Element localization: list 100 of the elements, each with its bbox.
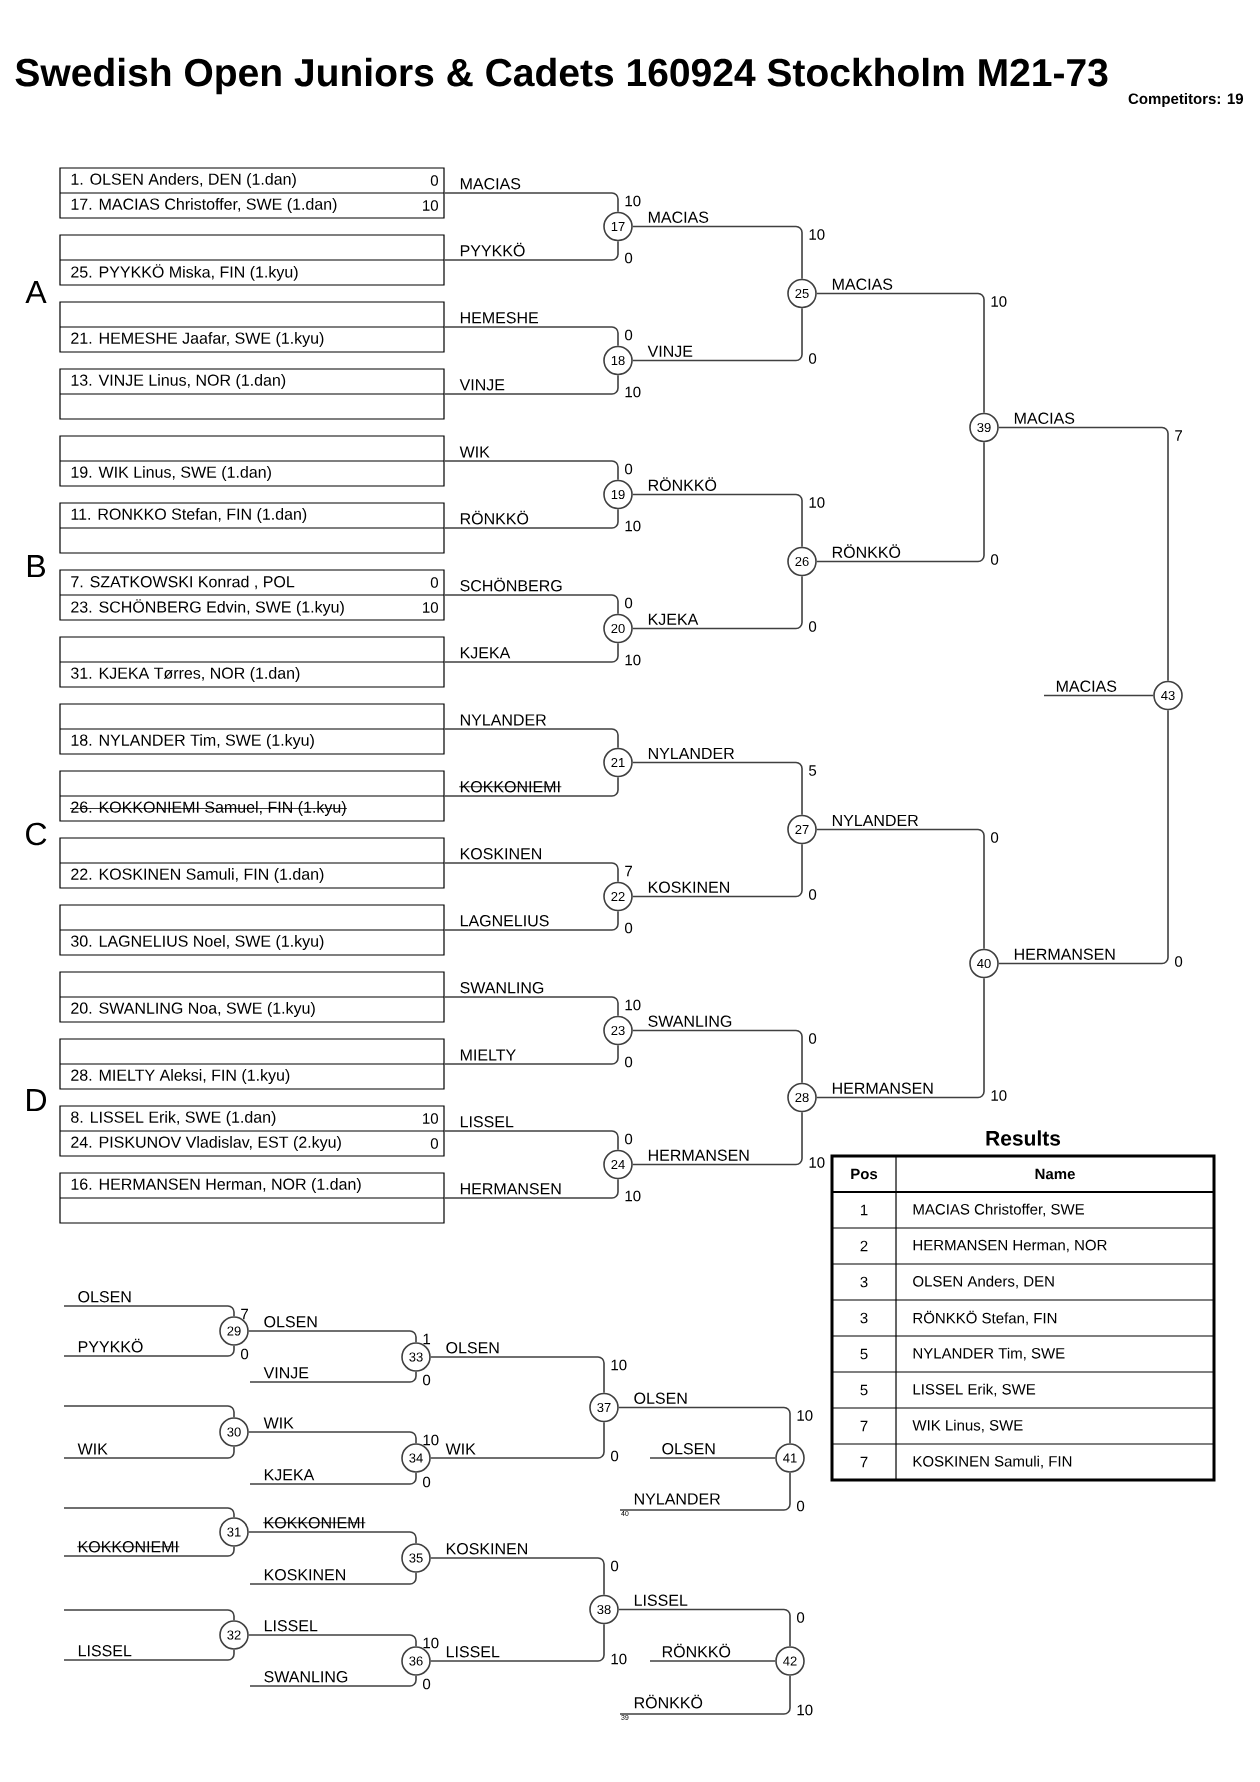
bracket-line: [248, 1634, 417, 1647]
bracket-line: [443, 192, 619, 213]
player-name: MACIAS: [830, 277, 895, 292]
player-name: MACIAS: [458, 176, 523, 191]
player-name: VINJE: [262, 1366, 311, 1380]
group-letter: B: [27, 555, 45, 577]
player-name: OLSEN: [632, 1391, 690, 1406]
bracket-line: [649, 1660, 776, 1662]
bracket-line: [443, 910, 619, 931]
bracket-line: [430, 1421, 605, 1459]
player-name: LISSEL: [76, 1643, 134, 1658]
player-name: SWANLING: [458, 980, 546, 995]
title: Swedish Open Juniors & Cadets 160924 Stockholm M21-73: [15, 57, 1108, 95]
player-name: LISSEL: [632, 1593, 690, 1608]
player-name: LISSEL: [458, 1114, 516, 1129]
bracket-line: [632, 1029, 803, 1084]
bracket-line: [430, 1623, 605, 1662]
bracket-line: [443, 642, 619, 663]
competitor-box: 19. WIK Linus, SWE (1.dan): [59, 435, 445, 487]
bracket-line: [63, 1609, 235, 1621]
player-name: KJEKA: [646, 612, 700, 627]
player-name: NYLANDER: [458, 713, 548, 727]
bracket-line: [632, 307, 803, 362]
bracket-line: [249, 1572, 417, 1585]
player-name: SWANLING: [262, 1669, 350, 1684]
bracket-line: [632, 493, 803, 548]
bracket-line: [63, 1446, 235, 1459]
competitor-box: 18. NYLANDER Tim, SWE (1.kyu): [59, 703, 445, 755]
competitor-box: 11. RONKKO Stefan, FIN (1.dan): [59, 502, 445, 554]
bracket-line: [618, 1608, 791, 1647]
bracket-line: [63, 1305, 235, 1317]
group-letter: D: [27, 1089, 47, 1111]
bracket-line: [998, 426, 1169, 682]
bracket-line: [816, 828, 985, 950]
bracket-line: [443, 594, 619, 615]
player-name: KOSKINEN: [262, 1567, 348, 1582]
competitor-box: 16. HERMANSEN Herman, NOR (1.dan): [59, 1172, 445, 1224]
bracket-line: [63, 1507, 235, 1518]
bracket-line: [619, 1675, 791, 1715]
player-name: KOSKINEN: [646, 880, 732, 895]
player-name: RÖNKKÖ: [660, 1642, 733, 1659]
player-name: NYLANDER: [830, 813, 920, 828]
bracket-line: [443, 240, 619, 261]
player-name: NYLANDER: [632, 1492, 722, 1506]
bracket-line: [249, 1675, 417, 1687]
bracket-line: [998, 709, 1169, 965]
player-name: MACIAS: [646, 210, 711, 225]
bracket-line: [443, 460, 619, 481]
bracket-line: [443, 508, 619, 529]
player-name: WIK: [262, 1416, 295, 1430]
player-name: RÖNKKÖ: [458, 509, 531, 526]
player-name: LISSEL: [444, 1644, 502, 1659]
player-name: HERMANSEN: [458, 1181, 564, 1196]
bracket-line: [443, 1178, 619, 1199]
player-name: SCHÖNBERG: [458, 576, 564, 593]
bracket-line: [443, 996, 619, 1017]
bracket-line: [632, 225, 803, 280]
bracket-line: [430, 1557, 605, 1596]
player-name: PYYKKÖ: [76, 1337, 145, 1354]
bracket-line: [443, 728, 619, 749]
player-name: VINJE: [458, 378, 507, 392]
player-name: HERMANSEN: [646, 1148, 752, 1163]
bracket-line: [632, 761, 803, 816]
competitor-box: 13. VINJE Linus, NOR (1.dan): [59, 368, 445, 420]
player-name: WIK: [76, 1442, 109, 1456]
competitor-box: 22. KOSKINEN Samuli, FIN (1.dan): [59, 837, 445, 889]
player-name: MACIAS: [1054, 679, 1119, 694]
player-name: RÖNKKÖ: [646, 476, 719, 493]
competitor-box: 30. LAGNELIUS Noel, SWE (1.kyu): [59, 904, 445, 956]
bracket-line: [619, 1472, 791, 1511]
player-name: WIK: [458, 445, 491, 459]
group-letter: C: [26, 822, 47, 846]
player-name: OLSEN: [660, 1441, 718, 1456]
player-name: KJEKA: [262, 1468, 316, 1482]
player-name: NYLANDER: [646, 746, 736, 761]
bracket-line: [443, 862, 619, 883]
bracket-line: [443, 326, 619, 347]
bracket-line: [632, 843, 803, 898]
player-name: WIK: [444, 1442, 477, 1456]
competitor-box: 28. MIELTY Aleksi, FIN (1.kyu): [59, 1038, 445, 1090]
player-name: HERMANSEN: [1012, 947, 1118, 962]
bracket-line: [430, 1356, 605, 1394]
bracket-line: [816, 441, 985, 563]
competitor-box: 20. SWANLING Noa, SWE (1.kyu): [59, 971, 445, 1023]
player-name: RÖNKKÖ: [632, 1693, 705, 1710]
player-name: OLSEN: [444, 1340, 502, 1355]
player-name: SWANLING: [646, 1014, 734, 1029]
player-name: LAGNELIUS: [458, 913, 551, 928]
bracket-line: [248, 1431, 417, 1444]
player-name: LISSEL: [262, 1618, 320, 1633]
bracket-line: [632, 1111, 803, 1166]
player-name: MACIAS: [1012, 411, 1077, 426]
bracket-line: [632, 575, 803, 630]
player-name: HERMANSEN: [830, 1081, 936, 1096]
bracket-line: [63, 1649, 235, 1661]
player-name: OLSEN: [262, 1314, 320, 1329]
bracket-line: [63, 1405, 235, 1418]
competitor-box: 25. PYYKKÖ Miska, FIN (1.kyu): [59, 234, 445, 286]
bracket-line: [618, 1406, 791, 1444]
bracket-line: [443, 1044, 619, 1065]
